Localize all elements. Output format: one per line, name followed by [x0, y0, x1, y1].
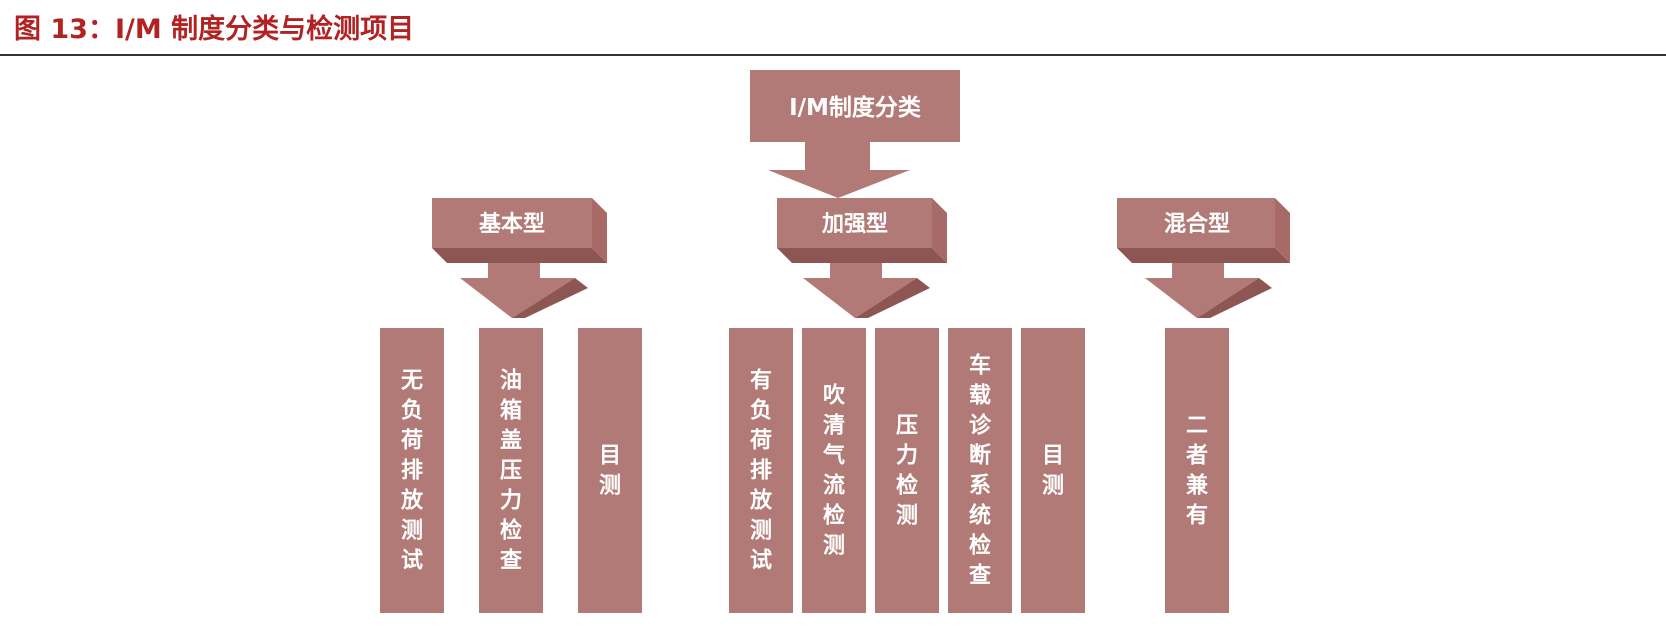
item-label-char: 测 — [401, 518, 423, 544]
category-hybrid-bottom — [1117, 248, 1290, 263]
item-label: 吹清气流检测 — [822, 383, 846, 559]
category-basic-bottom — [432, 248, 607, 263]
root-arrow — [768, 142, 910, 198]
item-label-char: 压 — [500, 458, 522, 484]
item-column-box — [875, 328, 939, 613]
item-label-char: 放 — [400, 488, 424, 514]
item-label: 压力检测 — [896, 413, 918, 529]
item-label-char: 试 — [750, 548, 772, 574]
item-label: 目测 — [599, 443, 621, 499]
item-label-char: 目 — [1042, 443, 1064, 469]
item-column-box — [1165, 328, 1229, 613]
category-basic-arrow — [460, 263, 575, 318]
item-label-char: 有 — [1186, 503, 1208, 529]
item-label-char: 检 — [500, 518, 522, 544]
item-label: 油箱盖压力检查 — [500, 368, 522, 574]
item-column-box — [1021, 328, 1085, 613]
item-column-box — [802, 328, 866, 613]
category-enhanced-label: 加强型 — [821, 211, 888, 237]
root-box — [750, 70, 960, 142]
item-label-char: 兼 — [1186, 473, 1208, 499]
item-label-char: 车 — [969, 353, 991, 379]
item-label-char: 荷 — [750, 428, 772, 454]
category-enhanced-box — [777, 198, 932, 248]
item-label-char: 系 — [969, 473, 991, 499]
item-label-char: 排 — [750, 458, 772, 484]
category-basic-arrow-side — [512, 278, 588, 318]
item-label-char: 统 — [969, 503, 991, 529]
item-column-box — [729, 328, 793, 613]
item-label-char: 清 — [823, 413, 845, 439]
category-hybrid-box — [1117, 198, 1275, 248]
item-label-char: 负 — [401, 398, 423, 424]
item-label: 无负荷排放测试 — [400, 368, 424, 574]
category-enhanced-side — [932, 198, 947, 263]
item-label-char: 盖 — [500, 428, 522, 454]
item-label-char: 吹 — [823, 383, 846, 409]
root-node: I/M制度分类 — [750, 70, 960, 198]
item-label-char: 查 — [500, 548, 522, 574]
item-label-char: 排 — [401, 458, 423, 484]
item-label-char: 有 — [750, 368, 772, 394]
item-label-char: 目 — [599, 443, 621, 469]
item-label-char: 检 — [896, 473, 918, 499]
item-label-char: 检 — [823, 503, 845, 529]
item-label-char: 诊 — [969, 413, 992, 439]
item-label-char: 载 — [969, 383, 991, 409]
item-label: 车载诊断系统检查 — [969, 353, 992, 589]
item-column-box — [479, 328, 543, 613]
category-hybrid-arrow-side — [1197, 278, 1272, 318]
category-basic-side — [592, 198, 607, 263]
item-label: 目测 — [1042, 443, 1064, 499]
figure-title: 图 13：I/M 制度分类与检测项目 — [14, 14, 415, 45]
item-columns: 无负荷排放测试 油箱盖压力检查 目测 有负荷排放测试 吹清气流检测 压力检测 车… — [380, 328, 1229, 613]
category-enhanced-bottom — [777, 248, 947, 263]
item-label-char: 测 — [750, 518, 772, 544]
item-column-box — [948, 328, 1012, 613]
item-label-char: 负 — [750, 398, 772, 424]
category-enhanced-arrow-side — [855, 278, 930, 318]
category-hybrid-arrow — [1145, 263, 1259, 318]
item-label-char: 试 — [401, 548, 423, 574]
item-label-char: 查 — [969, 563, 991, 589]
item-label-char: 力 — [500, 488, 522, 514]
item-label-char: 检 — [969, 533, 991, 559]
category-enhanced-arrow — [803, 263, 917, 318]
item-label-char: 油 — [500, 368, 522, 394]
category-basic-box — [432, 198, 592, 248]
item-label-char: 测 — [599, 473, 621, 499]
item-label-char: 放 — [749, 488, 773, 514]
item-label-char: 气 — [822, 443, 845, 469]
item-label-char: 力 — [896, 443, 918, 469]
item-label-char: 压 — [896, 413, 918, 439]
item-label-char: 测 — [1042, 473, 1064, 499]
item-column-box — [578, 328, 642, 613]
category-enhanced: 加强型 — [777, 198, 947, 318]
item-label-char: 流 — [823, 473, 845, 499]
item-label-char: 无 — [401, 368, 423, 394]
item-label-char: 测 — [896, 503, 918, 529]
category-basic: 基本型 — [432, 198, 607, 318]
item-label-char: 箱 — [500, 398, 522, 424]
title-divider — [0, 54, 1666, 56]
item-label-char: 者 — [1185, 443, 1208, 469]
item-label: 二者兼有 — [1185, 413, 1208, 529]
category-hybrid: 混合型 — [1117, 198, 1290, 318]
item-column-box — [380, 328, 444, 613]
category-hybrid-side — [1275, 198, 1290, 263]
item-label-char: 二 — [1186, 413, 1208, 439]
item-label-char: 断 — [969, 443, 991, 469]
item-label-char: 测 — [823, 533, 845, 559]
root-label: I/M制度分类 — [789, 94, 921, 121]
category-hybrid-label: 混合型 — [1164, 211, 1230, 237]
category-basic-label: 基本型 — [479, 211, 545, 237]
item-label: 有负荷排放测试 — [749, 368, 773, 574]
item-label-char: 荷 — [401, 428, 423, 454]
